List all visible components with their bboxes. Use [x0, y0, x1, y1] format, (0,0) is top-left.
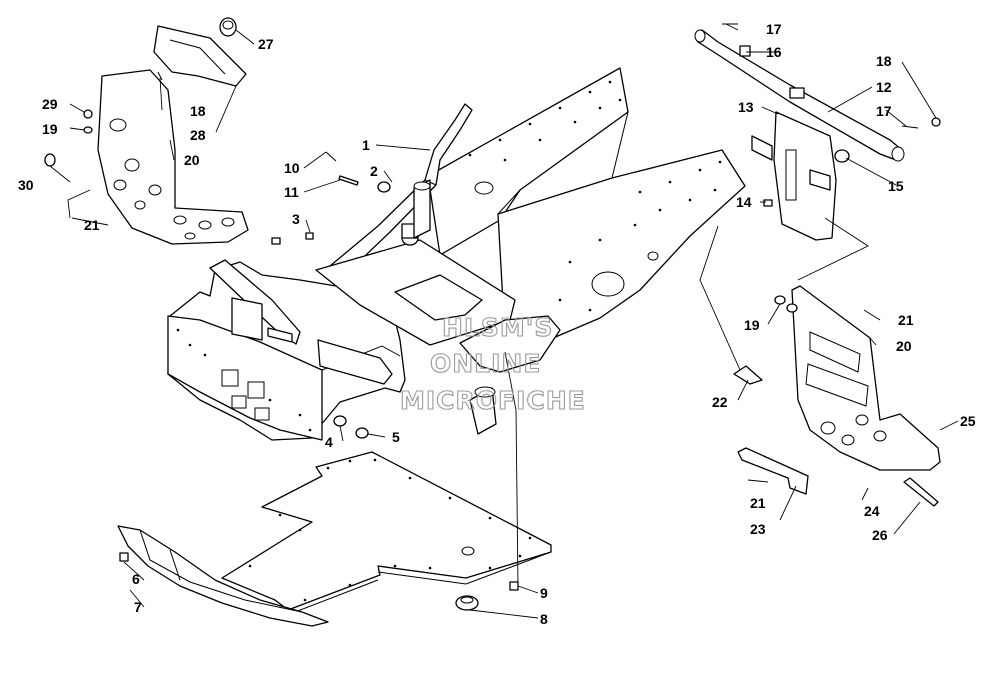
nut-part-29 [83, 109, 93, 119]
screw-part-6 [119, 552, 129, 562]
callout-18-left: 18 [190, 103, 206, 119]
callout-21-left: 21 [84, 217, 100, 233]
callout-9: 9 [540, 585, 548, 601]
callout-6: 6 [132, 571, 140, 587]
callout-20-right: 20 [896, 338, 912, 354]
callout-22: 22 [712, 394, 728, 410]
bolt-part-14 [763, 199, 773, 207]
bracket-part-22 [733, 365, 763, 385]
callout-27: 27 [258, 36, 274, 52]
footrest-cover [153, 25, 247, 87]
nut-part-18b [931, 117, 941, 127]
spacer-part-11 [338, 175, 359, 186]
watermark-line-2: ONLINE [430, 349, 541, 378]
nut-part-15 [834, 149, 850, 163]
watermark-line-3: MICROFICHE [400, 386, 586, 415]
pin-part-10 [325, 151, 337, 162]
callout-21-right: 21 [898, 312, 914, 328]
washer-part-19a [83, 126, 93, 134]
callout-14: 14 [736, 194, 752, 210]
callout-5: 5 [392, 429, 400, 445]
callout-1: 1 [362, 137, 370, 153]
callout-3: 3 [292, 211, 300, 227]
callout-19-left: 19 [42, 121, 58, 137]
callout-17-top: 17 [766, 21, 782, 37]
callout-23: 23 [750, 521, 766, 537]
washer-part-5 [355, 427, 369, 439]
callout-30: 30 [18, 177, 34, 193]
leader-lines [49, 23, 959, 619]
bolt-part-3 [271, 232, 314, 245]
footrest-right [791, 285, 941, 471]
engine-cradle [315, 179, 561, 435]
callout-4: 4 [325, 434, 333, 450]
hardware-parts [119, 151, 519, 611]
callout-29: 29 [42, 96, 58, 112]
washer-part-4 [333, 415, 347, 427]
steering-bracket [751, 111, 837, 241]
bolt-part-17b [901, 125, 919, 129]
cap-part-27 [219, 17, 237, 37]
callout-8: 8 [540, 611, 548, 627]
callout-20-left: 20 [184, 152, 200, 168]
steering-post [694, 29, 905, 162]
callout-28: 28 [190, 127, 206, 143]
fastener-part-30 [44, 153, 56, 167]
callout-labels: 1 2 3 4 5 6 7 8 9 10 11 12 13 14 15 16 1… [18, 21, 976, 627]
grommet-part-8 [455, 595, 479, 611]
callout-19-right: 19 [744, 317, 760, 333]
watermark: HLSM'S ONLINE MICROFICHE [399, 312, 586, 415]
callout-13: 13 [738, 99, 754, 115]
belly-pan [221, 451, 552, 615]
callout-15: 15 [888, 178, 904, 194]
bushing-part-2 [377, 181, 391, 193]
callout-10: 10 [284, 160, 300, 176]
callout-18-right: 18 [876, 53, 892, 69]
screw-part-9 [509, 581, 519, 591]
callout-16: 16 [766, 44, 782, 60]
callout-11: 11 [284, 184, 299, 200]
callout-26: 26 [872, 527, 888, 543]
strip-part-26 [903, 477, 939, 507]
watermark-line-1: HLSM'S [442, 313, 553, 342]
bolt-part-18a [157, 71, 163, 81]
front-bulkhead [167, 259, 406, 441]
callout-12: 12 [876, 79, 892, 95]
callout-17-right: 17 [876, 103, 892, 119]
callout-7: 7 [134, 599, 142, 615]
callout-25: 25 [960, 413, 976, 429]
plate-part-23 [737, 447, 809, 495]
callout-21-bottom: 21 [750, 495, 766, 511]
callout-24: 24 [864, 503, 880, 519]
skid-plate [117, 525, 329, 627]
callout-2: 2 [370, 163, 378, 179]
